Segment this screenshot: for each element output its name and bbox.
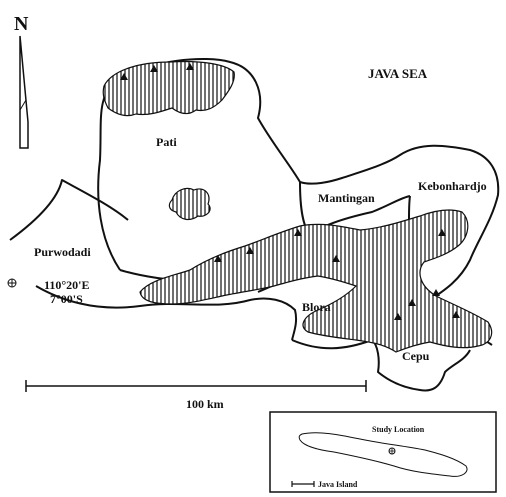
hatch-north-pati (102, 60, 235, 117)
inset-title: Study Location (372, 425, 425, 434)
longitude-label: 110°20'E (44, 278, 89, 292)
coordinate-marker: 110°20'E 7°00'S (7, 278, 89, 306)
java-sea-label: JAVA SEA (368, 66, 428, 81)
north-arrow: N (14, 13, 29, 149)
latitude-label: 7°00'S (50, 292, 83, 306)
north-arrow-icon (19, 35, 29, 149)
elevation-markers (120, 63, 460, 320)
region-label-purwodadi: Purwodadi (34, 245, 91, 259)
north-label: N (14, 13, 29, 35)
region-label-mantingan: Mantingan (318, 191, 375, 205)
region-label-blora: Blora (302, 300, 331, 314)
region-label-kebonhardjo: Kebonhardjo (418, 179, 487, 193)
java-island-outline (298, 432, 468, 477)
inset-caption: Java Island (318, 480, 358, 489)
hatch-central-blob (168, 187, 211, 221)
region-label-cepu: Cepu (402, 349, 430, 363)
region-label-pati: Pati (156, 135, 177, 149)
scale-bar (25, 380, 367, 392)
hatched-study-area (102, 60, 493, 353)
scale-bar-label: 100 km (186, 397, 224, 411)
hatch-southern-band (139, 209, 493, 353)
inset-map: Study Location Java Island (269, 411, 497, 493)
